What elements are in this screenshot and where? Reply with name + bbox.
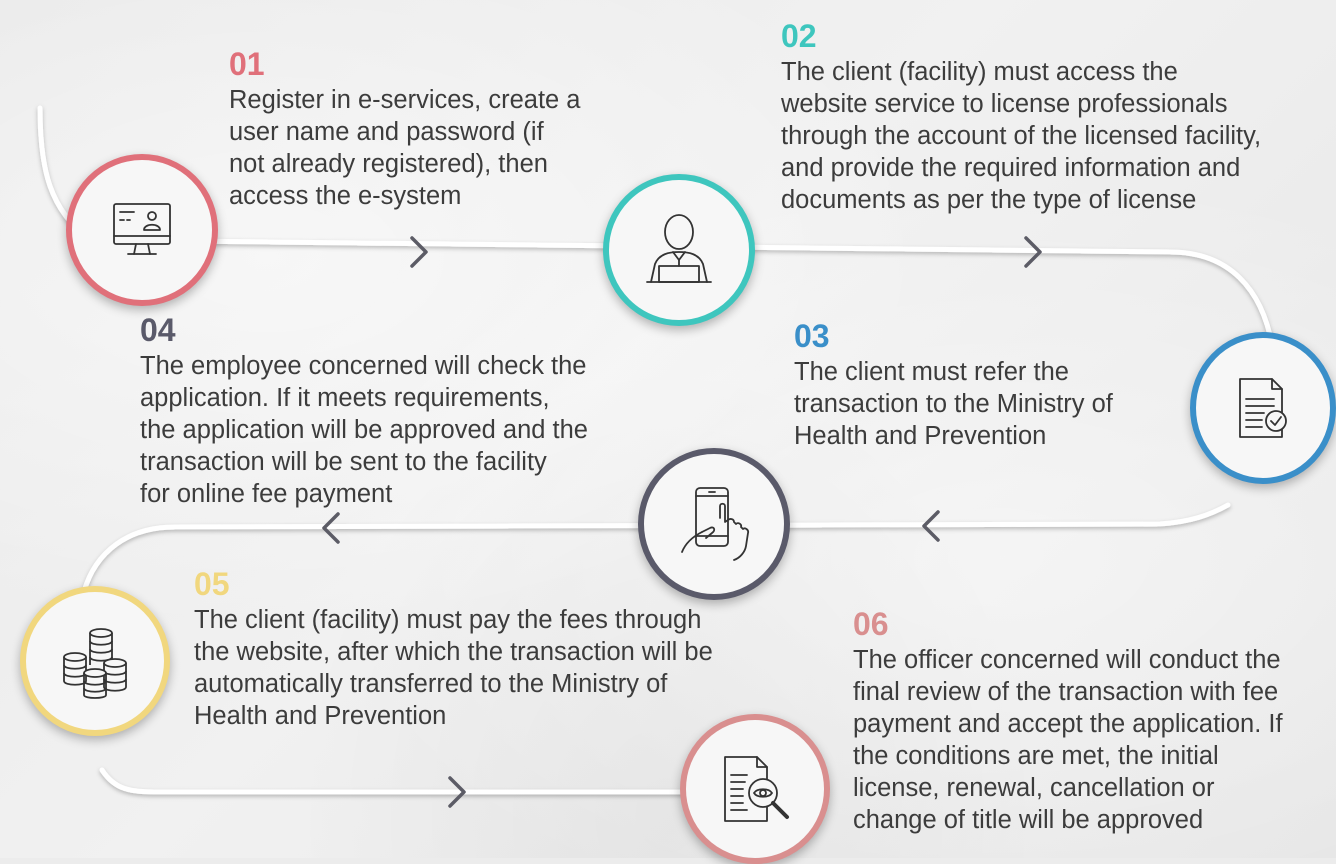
step-03-icon-circle [1190, 332, 1336, 484]
smartphone-touch-icon [681, 487, 750, 561]
description-line: final review of the transaction with fee [853, 678, 1279, 706]
description-line: Health and Prevention [794, 422, 1047, 450]
step-number: 06 [853, 606, 889, 642]
description-line: and provide the required information and [781, 154, 1241, 182]
description-line: application. If it meets requirements, [140, 384, 550, 412]
description-line: The client must refer the [794, 358, 1069, 386]
step-number: 01 [229, 46, 265, 82]
step-02-icon-circle [603, 174, 755, 326]
description-line: website service to license professionals [781, 90, 1228, 118]
description-line: The client (facility) must pay the fees … [194, 606, 702, 634]
description-line: not already registered), then [229, 150, 548, 178]
step-05: 05 The client (facility) must pay the fe… [194, 568, 713, 732]
step-number: 05 [194, 566, 230, 602]
track-segment-bottom [99, 767, 703, 795]
step-04-icon-circle [638, 448, 790, 600]
step-description: The client (facility) must access the we… [781, 56, 1261, 216]
step-description: The officer concerned will conduct the f… [853, 644, 1283, 836]
description-line: access the e-system [229, 182, 462, 210]
description-line: automatically transferred to the Ministr… [194, 670, 668, 698]
step-06-icon-circle [680, 714, 830, 864]
arrow-right-icon [410, 236, 428, 268]
step-05-icon-circle [20, 586, 170, 736]
coin-stacks-icon [63, 628, 127, 699]
step-02: 02 The client (facility) must access the… [781, 20, 1261, 216]
step-number: 02 [781, 18, 817, 54]
description-line: transaction will be sent to the facility [140, 448, 547, 476]
step-01-icon-circle [66, 154, 218, 306]
description-line: for online fee payment [140, 480, 393, 508]
person-laptop-icon [646, 214, 712, 283]
step-06: 06 The officer concerned will conduct th… [853, 608, 1283, 836]
description-line: transaction to the Ministry of [794, 390, 1113, 418]
description-line: through the account of the licensed faci… [781, 122, 1262, 150]
step-03: 03 The client must refer the transaction… [794, 320, 1113, 452]
description-line: The employee concerned will check the [140, 352, 587, 380]
step-description: The employee concerned will check the ap… [140, 350, 588, 510]
step-04: 04 The employee concerned will check the… [140, 314, 588, 510]
step-01: 01 Register in e-services, create a user… [229, 48, 580, 212]
arrow-left-icon [322, 512, 340, 544]
arrow-right-icon [448, 776, 466, 808]
step-description: Register in e-services, create a user na… [229, 84, 580, 212]
description-line: change of title will be approved [853, 806, 1204, 834]
description-line: The officer concerned will conduct the [853, 646, 1281, 674]
description-line: the application will be approved and the [140, 416, 588, 444]
description-line: The client (facility) must access the [781, 58, 1178, 86]
description-line: the conditions are met, the initial [853, 742, 1219, 770]
document-magnifier-icon [724, 756, 789, 822]
arrow-right-icon [1024, 236, 1042, 268]
step-number: 04 [140, 312, 176, 348]
description-line: user name and password (if [229, 118, 544, 146]
step-number: 03 [794, 318, 830, 354]
description-line: documents as per the type of license [781, 186, 1197, 214]
description-line: license, renewal, cancellation or [853, 774, 1215, 802]
document-check-icon [1239, 378, 1287, 438]
track-segment-middle [79, 502, 1231, 603]
description-line: Register in e-services, create a [229, 86, 581, 114]
arrow-left-icon [922, 510, 940, 542]
computer-user-icon [113, 203, 171, 255]
step-description: The client (facility) must pay the fees … [194, 604, 713, 732]
description-line: the website, after which the transaction… [194, 638, 713, 666]
description-line: Health and Prevention [194, 702, 447, 730]
step-description: The client must refer the transaction to… [794, 356, 1113, 452]
description-line: payment and accept the application. If [853, 710, 1283, 738]
